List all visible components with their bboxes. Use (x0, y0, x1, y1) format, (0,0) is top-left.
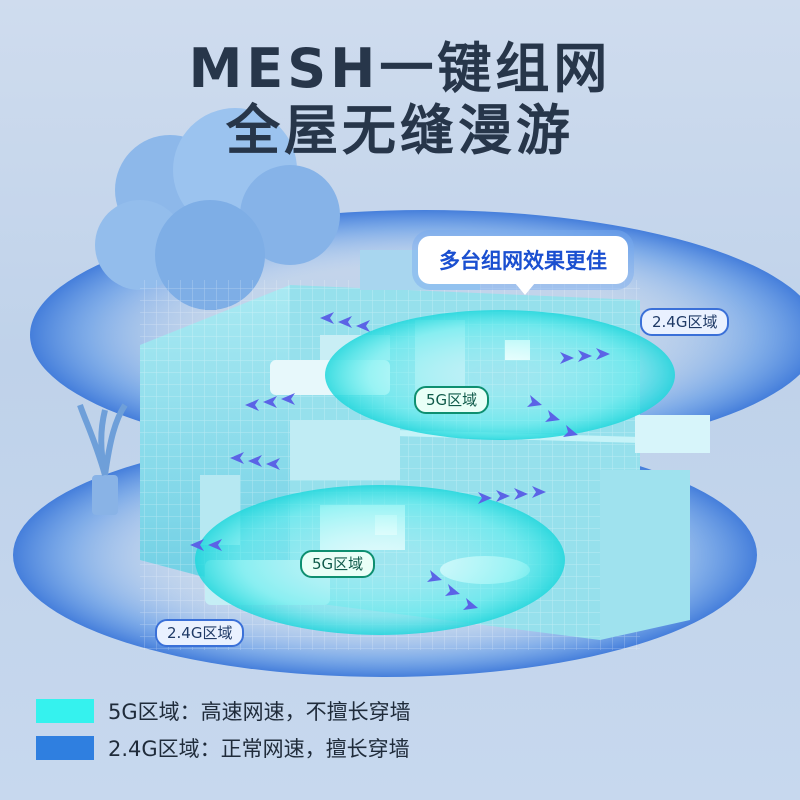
upper-24g-label: 2.4G区域 (640, 308, 730, 336)
lower-5g-ring (195, 485, 565, 635)
plant-illustration (77, 403, 128, 515)
legend-24g-text: 2.4G区域：正常网速，擅长穿墙 (108, 737, 410, 761)
headline-line-2: 全屋无缝漫游 (226, 99, 574, 162)
legend-24g: 2.4G区域：正常网速，擅长穿墙 (36, 735, 410, 761)
signal-arrows (190, 312, 610, 610)
callout-tail (515, 283, 535, 295)
multi-node-callout: 多台组网效果更佳 (418, 236, 628, 284)
lower-24g-label: 2.4G区域 (155, 619, 245, 647)
legend-24g-swatch (36, 736, 94, 760)
upper-5g-ring (325, 310, 675, 440)
headline-line-1: MESH一键组网 (188, 37, 612, 100)
upper-5g-label: 5G区域 (414, 386, 490, 414)
legend-5g-text: 5G区域：高速网速，不擅长穿墙 (108, 700, 411, 724)
lower-5g-label: 5G区域 (300, 550, 376, 578)
legend-5g-swatch (36, 699, 94, 723)
legend-5g: 5G区域：高速网速，不擅长穿墙 (36, 698, 411, 724)
